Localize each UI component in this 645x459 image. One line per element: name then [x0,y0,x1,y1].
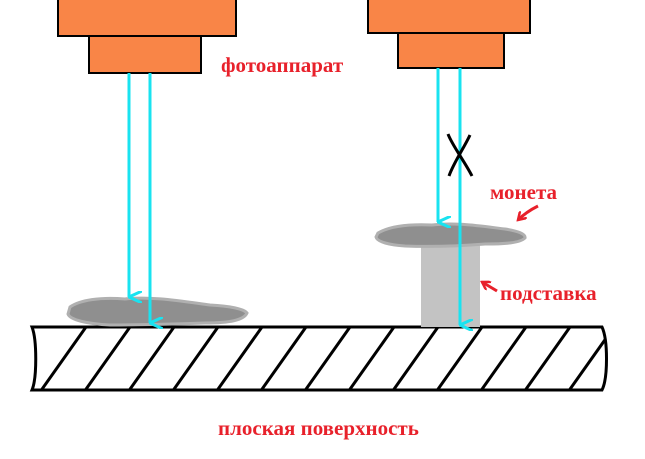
flat-surface [29,325,608,392]
surface-label: плоская поверхность [218,416,419,440]
camera-left-lens [88,35,202,74]
blocked-ray-x-icon [446,133,474,177]
camera-right-icon [367,0,531,69]
camera-label: фотоаппарат [221,53,344,77]
stand-label: подставка [500,281,597,305]
stand-pointer-arrow [482,282,498,293]
coin-on-stand [374,222,527,248]
camera-right-body [367,0,531,34]
coin-pointer-arrow [518,204,539,220]
camera-left-body [57,0,237,37]
camera-right-lens [397,32,505,69]
coin-on-surface [66,296,249,327]
coin-label: монета [490,180,558,204]
stand [421,241,480,327]
camera-left-icon [57,0,237,74]
